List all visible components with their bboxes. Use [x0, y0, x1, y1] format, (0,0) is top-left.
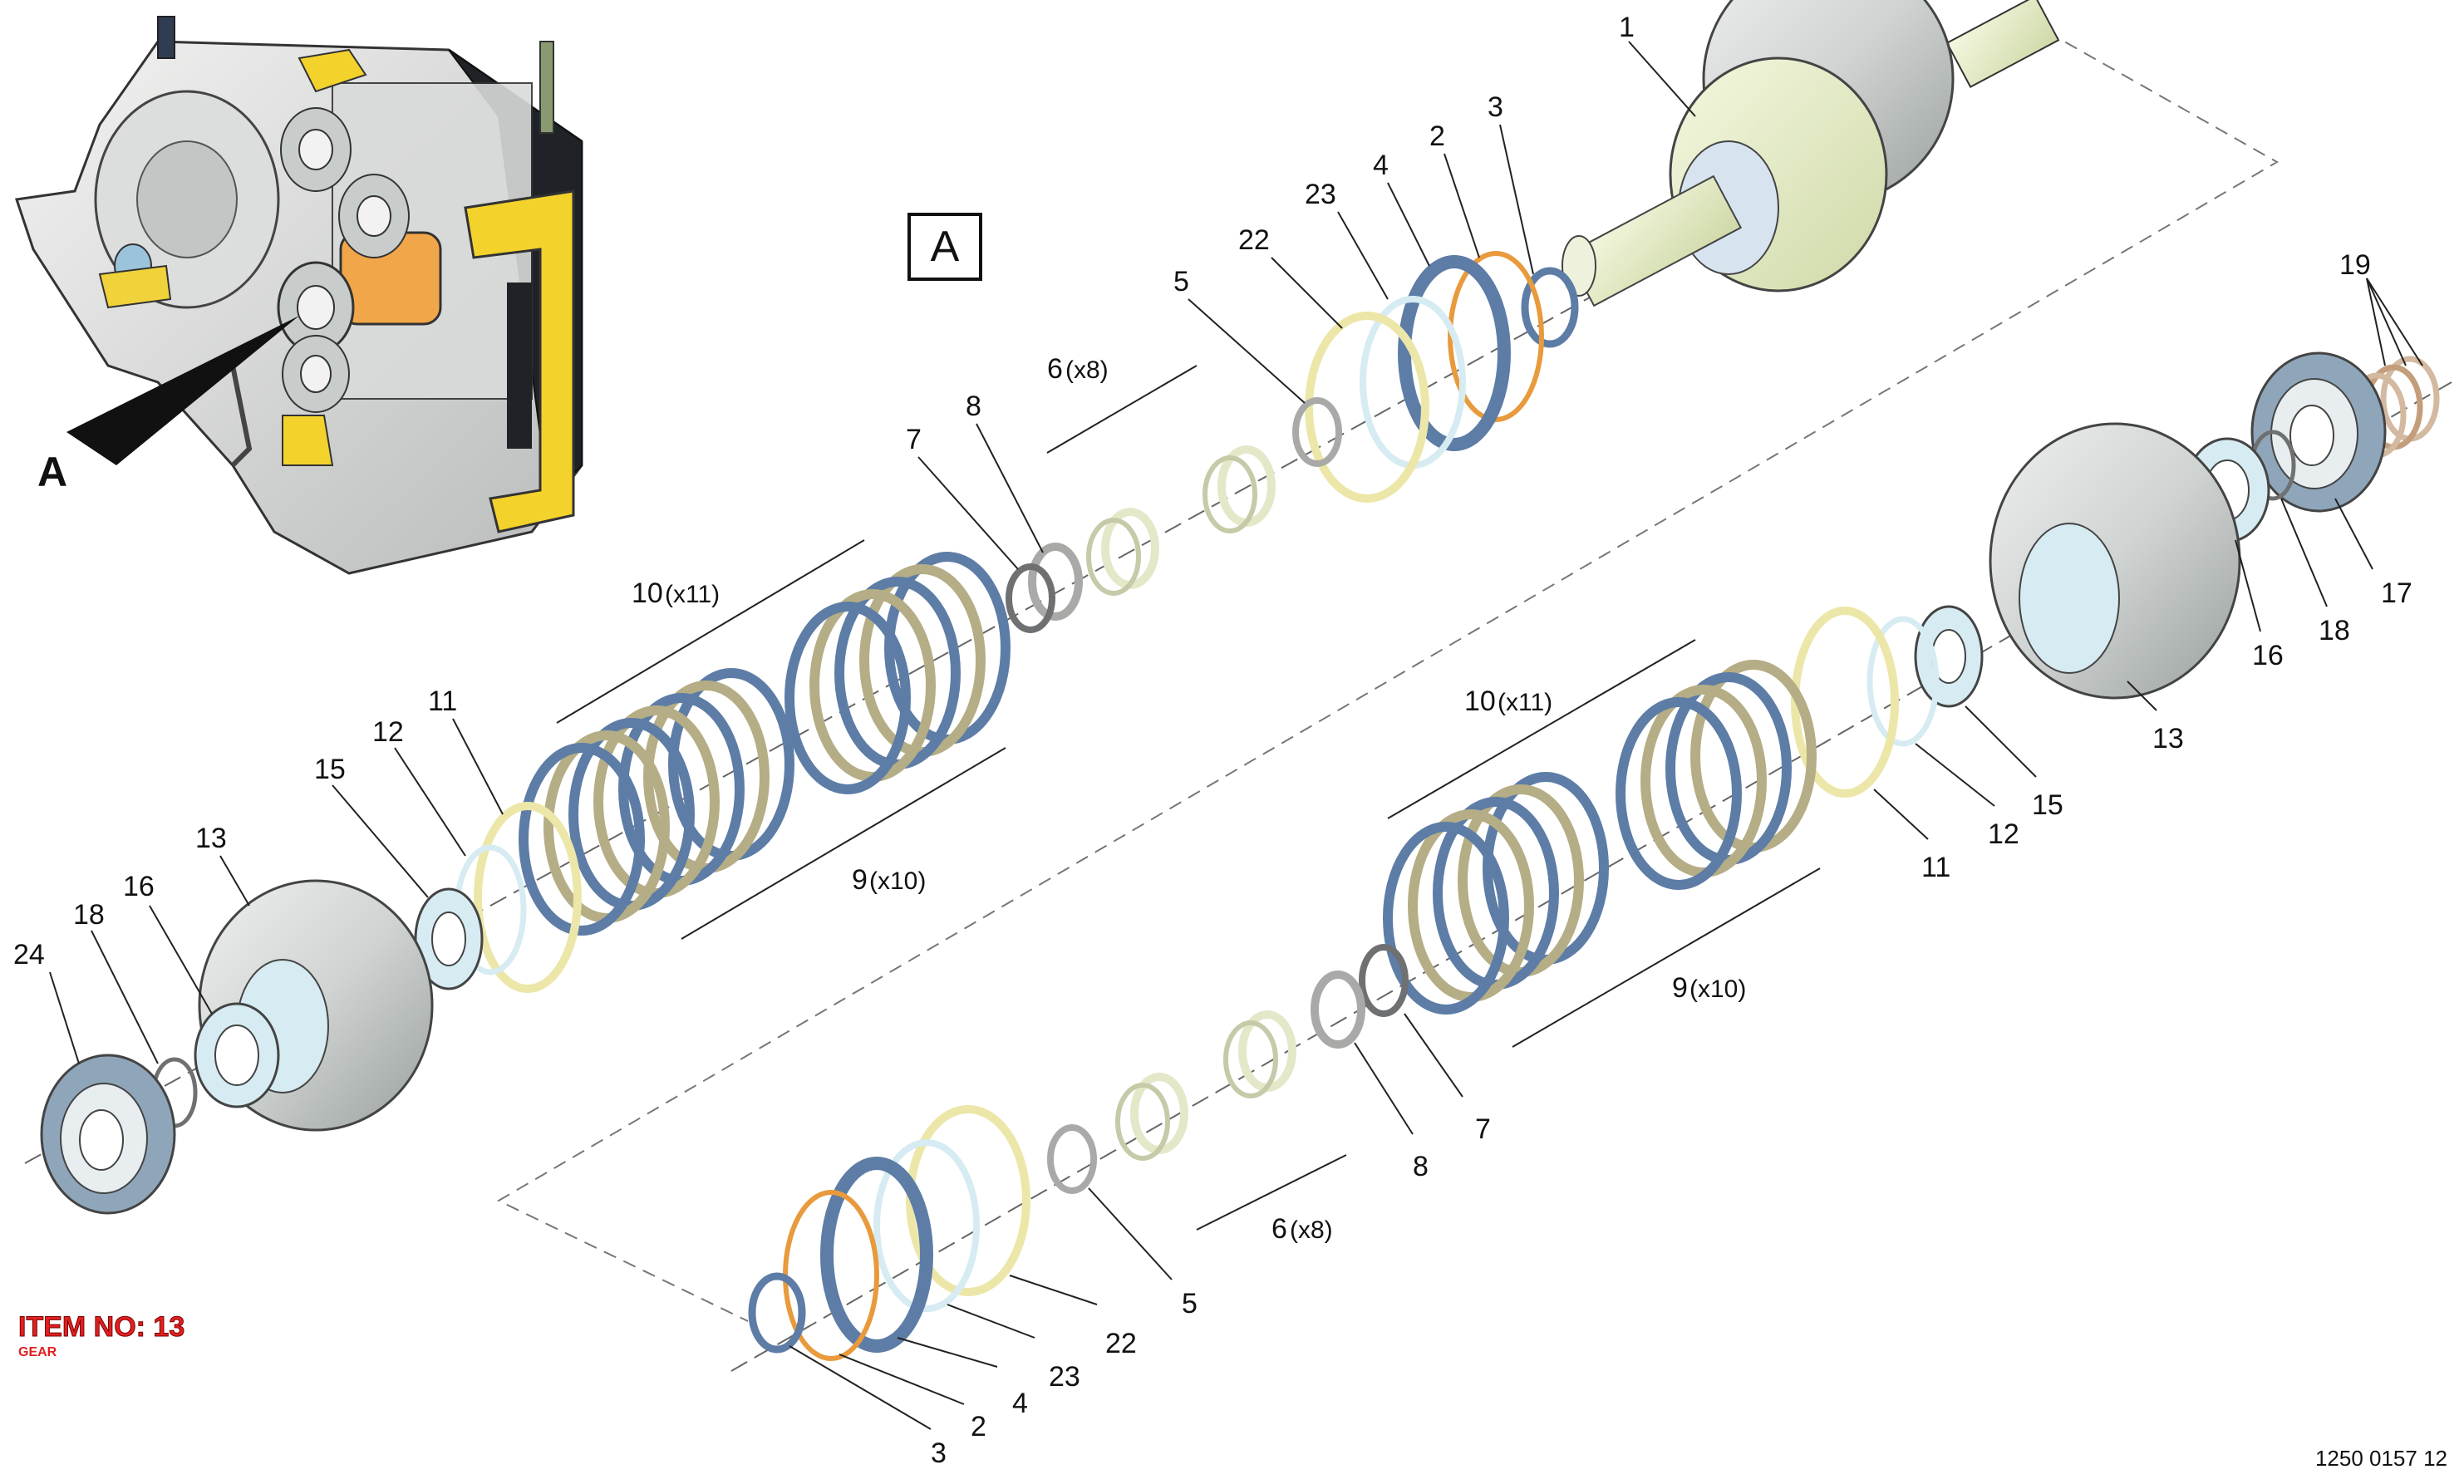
item-number-title: ITEM NO: 13	[17, 1311, 185, 1344]
label-part-9-upper-qty: (x10)	[869, 867, 926, 895]
part-6-springs-upper	[1086, 445, 1276, 596]
part-4-ring-upper	[1398, 255, 1511, 451]
label-part-9-upper: 9	[852, 864, 868, 896]
label-part-17: 17	[2381, 577, 2412, 609]
label-part-19: 19	[2339, 249, 2371, 281]
part-5-ring-lower	[1047, 1124, 1097, 1194]
label-part-7-upper: 7	[906, 424, 922, 455]
label-part-23-lower: 23	[1049, 1361, 1080, 1393]
part-6-springs-lower	[1115, 1010, 1296, 1161]
callout-pointer	[66, 316, 299, 465]
part-13-gear-right	[1989, 422, 2241, 700]
part-24-bearing	[40, 1054, 176, 1215]
assembly-link-dashed	[496, 20, 2280, 1322]
label-part-5-upper: 5	[1173, 266, 1189, 297]
label-part-18-left: 18	[73, 899, 105, 931]
part-11-ring-left	[474, 802, 582, 993]
part-3-ring-upper	[1521, 267, 1579, 348]
part-8-ring-lower	[1311, 970, 1365, 1049]
mounting-bracket	[464, 189, 575, 533]
label-part-4-upper: 4	[1373, 150, 1389, 181]
view-label-box	[907, 213, 982, 281]
label-part-3-lower: 3	[931, 1437, 947, 1469]
bracket-9-upper	[681, 747, 1006, 940]
view-label: A	[931, 223, 960, 271]
label-part-8-upper: 8	[966, 391, 981, 422]
label-part-16-right: 16	[2252, 640, 2284, 671]
part-17-bearing	[2250, 351, 2387, 513]
part-4-ring-lower	[820, 1157, 933, 1353]
label-part-6-lower-qty: (x8)	[1290, 1216, 1333, 1244]
bracket-10-upper	[556, 539, 865, 724]
bracket-10-lower	[1387, 639, 1696, 819]
label-part-2-upper: 2	[1429, 120, 1445, 152]
label-part-9-lower: 9	[1672, 972, 1688, 1004]
label-part-12-right: 12	[1988, 818, 2019, 850]
label-part-8-lower: 8	[1413, 1151, 1429, 1182]
part-23-ring-lower	[873, 1139, 980, 1312]
label-part-13-right: 13	[2152, 723, 2184, 754]
part-22-ring-upper	[1305, 312, 1429, 503]
label-part-6-lower: 6	[1271, 1213, 1287, 1245]
label-part-23-upper: 23	[1305, 179, 1336, 210]
part-3-ring-lower	[748, 1272, 806, 1354]
item-description: GEAR	[18, 1345, 57, 1359]
part-12-ring-right	[1866, 616, 1940, 747]
part-8-ring-upper	[1028, 543, 1083, 621]
discs-9-10-upper	[519, 552, 1011, 936]
label-part-22-lower: 22	[1105, 1328, 1137, 1359]
lifting-eye	[298, 48, 367, 93]
label-part-7-lower: 7	[1475, 1113, 1491, 1145]
bracket-6-lower	[1196, 1154, 1347, 1231]
label-part-3-upper: 3	[1488, 91, 1503, 123]
label-part-11-left: 11	[428, 685, 457, 717]
label-part-22-upper: 22	[1238, 224, 1270, 256]
label-part-10-upper: 10	[632, 577, 663, 609]
label-part-15-right: 15	[2032, 789, 2063, 821]
label-part-10-lower-qty: (x11)	[1498, 689, 1552, 716]
label-part-18-right: 18	[2319, 615, 2350, 646]
label-part-2-lower: 2	[971, 1411, 986, 1442]
bracket-9-lower	[1512, 867, 1821, 1048]
label-part-6-upper-qty: (x8)	[1065, 356, 1109, 384]
bracket-6-upper	[1046, 365, 1198, 454]
discs-9-10-lower	[1383, 660, 1817, 1015]
label-part-12-left: 12	[372, 716, 404, 748]
drawing-reference-number: 1250 0157 12	[2314, 1446, 2447, 1471]
label-part-10-lower: 10	[1464, 685, 1496, 717]
part-5-ring-upper	[1292, 397, 1342, 467]
label-part-9-lower-qty: (x10)	[1689, 975, 1746, 1003]
label-part-10-upper-qty: (x11)	[665, 581, 720, 608]
part-7-ring-lower	[1359, 944, 1409, 1017]
label-part-6-upper: 6	[1047, 353, 1063, 385]
label-part-11-right: 11	[1921, 852, 1950, 883]
label-part-1: 1	[1619, 12, 1635, 43]
label-part-13-left: 13	[195, 823, 227, 854]
callout-letter: A	[37, 449, 67, 495]
part-7-ring-upper	[1006, 563, 1055, 633]
label-part-5-lower: 5	[1182, 1288, 1198, 1319]
part-1-shaft	[1562, 0, 2060, 307]
gearbox-assembly-illustration	[15, 16, 583, 575]
label-part-4-lower: 4	[1012, 1388, 1028, 1419]
label-part-16-left: 16	[123, 871, 155, 902]
label-part-15-left: 15	[314, 754, 346, 785]
label-part-24: 24	[13, 939, 45, 970]
